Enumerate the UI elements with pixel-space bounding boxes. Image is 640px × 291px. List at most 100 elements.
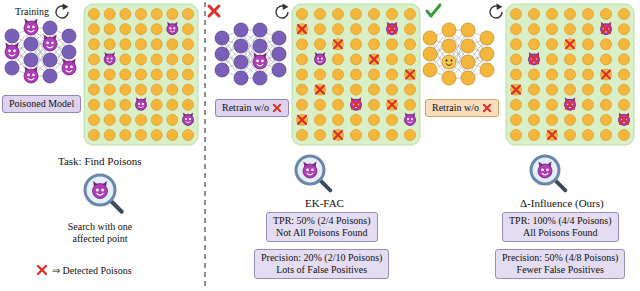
process-box: TPR: 50% (2/4 Poisons)Not All Poisons Fo…: [266, 212, 378, 242]
detected-cross: [530, 55, 538, 63]
data-point: [297, 69, 308, 80]
data-point: [405, 54, 416, 65]
poison-devil: [565, 97, 576, 110]
cross-stroke: [38, 266, 46, 274]
data-point: [529, 24, 540, 35]
network-weight: [241, 30, 260, 78]
network-weight: [449, 30, 468, 78]
cross-stroke: [602, 25, 610, 33]
cross-stroke: [388, 25, 396, 33]
network-neuron: [442, 39, 456, 53]
devil-eye: [142, 103, 144, 105]
box-text: Precision: 50% (4/8 Poisons): [502, 252, 618, 264]
data-point: [333, 54, 344, 65]
network-neuron: [234, 39, 248, 53]
devil-eye: [8, 50, 11, 53]
data-point: [183, 39, 194, 50]
data-point: [529, 130, 540, 141]
poison-devil: [601, 22, 612, 35]
data-point: [583, 54, 594, 65]
data-point: [369, 114, 380, 125]
data-point: [315, 24, 326, 35]
data-point: [511, 24, 522, 35]
data-point: [183, 99, 194, 110]
caption-label: Search with one affected point: [52, 221, 148, 244]
data-point: [104, 114, 115, 125]
data-point: [529, 84, 540, 95]
network-neuron: [62, 45, 76, 59]
poison-devil: [315, 52, 326, 65]
network-neuron: [24, 37, 38, 51]
panel-ground: [84, 4, 198, 145]
data-point: [136, 54, 147, 65]
poison-devil: [387, 22, 398, 35]
cross-stroke: [484, 105, 490, 111]
devil-eye: [189, 118, 191, 120]
data-point: [315, 130, 326, 141]
data-point: [104, 69, 115, 80]
devil-eye: [541, 169, 544, 172]
data-point: [297, 130, 308, 141]
box-text: Poisoned Model: [9, 98, 74, 110]
cycle-head: [283, 4, 289, 11]
devil-face: [538, 164, 552, 178]
network-neuron: [461, 23, 475, 37]
devil-eye: [411, 118, 413, 120]
data-point: [297, 39, 308, 50]
data-point: [89, 39, 100, 50]
devil-eye: [65, 66, 68, 69]
data-point: [619, 9, 630, 20]
data-point: [511, 99, 522, 110]
data-point: [151, 9, 162, 20]
devil-eye: [32, 74, 35, 77]
network-neuron: [5, 61, 19, 75]
devil-grin: [307, 173, 313, 175]
data-point: [183, 69, 194, 80]
data-point: [387, 54, 398, 65]
process-box: Precision: 20% (2/10 Poisons)Lots of Fal…: [254, 249, 389, 279]
network-neuron: [253, 71, 267, 85]
devil-face: [136, 99, 147, 110]
data-point: [89, 24, 100, 35]
detected-cross: [352, 101, 360, 109]
devil-eye: [101, 188, 104, 191]
devil-face: [183, 114, 194, 125]
legend-text: ⇒ Detected Poisons: [52, 265, 132, 276]
devil-face: [405, 114, 416, 125]
detected-cross: [334, 40, 342, 48]
data-point: [547, 54, 558, 65]
network-neuron: [253, 39, 267, 53]
data-point: [104, 99, 115, 110]
cross-stroke: [388, 101, 396, 109]
data-point: [120, 39, 131, 50]
data-point: [583, 9, 594, 20]
devil-face: [619, 114, 630, 125]
data-point: [151, 54, 162, 65]
poison-devil: [167, 22, 178, 35]
cross-stroke: [274, 105, 280, 111]
cross-stroke: [602, 71, 610, 79]
data-point: [151, 130, 162, 141]
cross-stroke: [298, 116, 306, 124]
data-point: [619, 24, 630, 35]
detected-cross: [298, 116, 306, 124]
data-point: [511, 130, 522, 141]
network-neuron: [5, 29, 19, 43]
cross-stroke: [209, 6, 219, 16]
data-point: [167, 114, 178, 125]
data-point: [369, 39, 380, 50]
data-point: [619, 69, 630, 80]
devil-grin: [408, 122, 413, 123]
devil-face: [104, 54, 115, 65]
data-point: [183, 9, 194, 20]
data-point: [333, 114, 344, 125]
cross-stroke: [334, 40, 342, 48]
data-point: [167, 9, 178, 20]
data-point: [387, 9, 398, 20]
data-point: [167, 54, 178, 65]
cross-stroke: [334, 131, 342, 139]
data-point: [151, 114, 162, 125]
data-point: [297, 114, 308, 125]
